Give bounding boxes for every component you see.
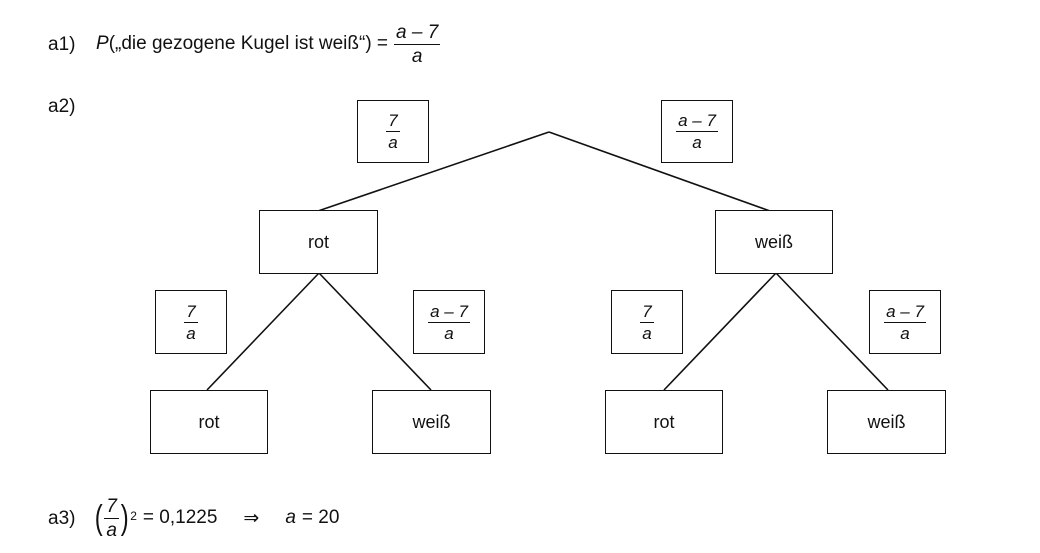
prob-right-left: 7 a: [611, 290, 683, 354]
a1-formula: P(„die gezogene Kugel ist weiß“) = a – 7…: [96, 21, 441, 67]
a1-p-symbol: P: [96, 33, 109, 54]
node-level1-right: weiß: [715, 210, 833, 274]
a3-formula: ( 7 a ) 2 = 0,1225 ⇒ a = 20: [93, 494, 340, 542]
a1-fraction-numerator: a – 7: [394, 21, 441, 45]
prob-left-left-den: a: [186, 323, 196, 343]
branch-root-left: [317, 131, 550, 212]
a3-fraction: 7 a: [104, 497, 119, 540]
prob-left-left: 7 a: [155, 290, 227, 354]
prob-left-right-num: a – 7: [428, 301, 470, 323]
prob-root-left-den: a: [388, 133, 398, 152]
a3-paren-open: (: [94, 499, 103, 537]
prob-right-right-num: a – 7: [884, 301, 926, 323]
a3-exponent: 2: [130, 509, 137, 523]
prob-right-left-den: a: [642, 323, 652, 343]
prob-right-left-num: 7: [640, 301, 654, 323]
prob-root-left-num: 7: [386, 111, 400, 132]
a3-fraction-numerator: 7: [104, 495, 119, 519]
leaf-left-left: rot: [150, 390, 268, 454]
leaf-right-left: rot: [605, 390, 723, 454]
prob-right-right: a – 7 a: [869, 290, 941, 354]
branch-left-right: [318, 272, 432, 391]
branch-right-left: [663, 272, 777, 391]
leaf-left-right: weiß: [372, 390, 491, 454]
node-level1-left: rot: [259, 210, 378, 274]
prob-left-left-num: 7: [184, 301, 198, 323]
a1-expression: („die gezogene Kugel ist weiß“) =: [108, 33, 389, 54]
prob-left-right-den: a: [444, 323, 454, 343]
branch-right-right: [775, 272, 889, 391]
branch-left-left: [206, 272, 320, 391]
prob-root-right-num: a – 7: [676, 111, 718, 132]
a3-label: a3): [48, 508, 76, 529]
branch-root-right: [548, 131, 771, 212]
a3-paren-close: ): [120, 499, 129, 537]
a1-label: a1): [48, 34, 76, 55]
a1-fraction: a – 7 a: [394, 21, 441, 67]
a2-label: a2): [48, 96, 76, 117]
a3-result-value: = 20: [301, 507, 340, 528]
leaf-right-right: weiß: [827, 390, 946, 454]
a3-implies-symbol: ⇒: [243, 507, 260, 529]
prob-root-right: a – 7 a: [661, 100, 733, 163]
prob-root-left: 7 a: [357, 100, 429, 163]
a3-result-variable: a: [285, 507, 296, 528]
a1-fraction-denominator: a: [411, 45, 423, 67]
a3-fraction-denominator: a: [106, 519, 117, 541]
prob-root-right-den: a: [692, 133, 702, 152]
prob-right-right-den: a: [900, 323, 910, 343]
prob-left-right: a – 7 a: [413, 290, 485, 354]
a3-equals-value: = 0,1225: [142, 507, 218, 528]
